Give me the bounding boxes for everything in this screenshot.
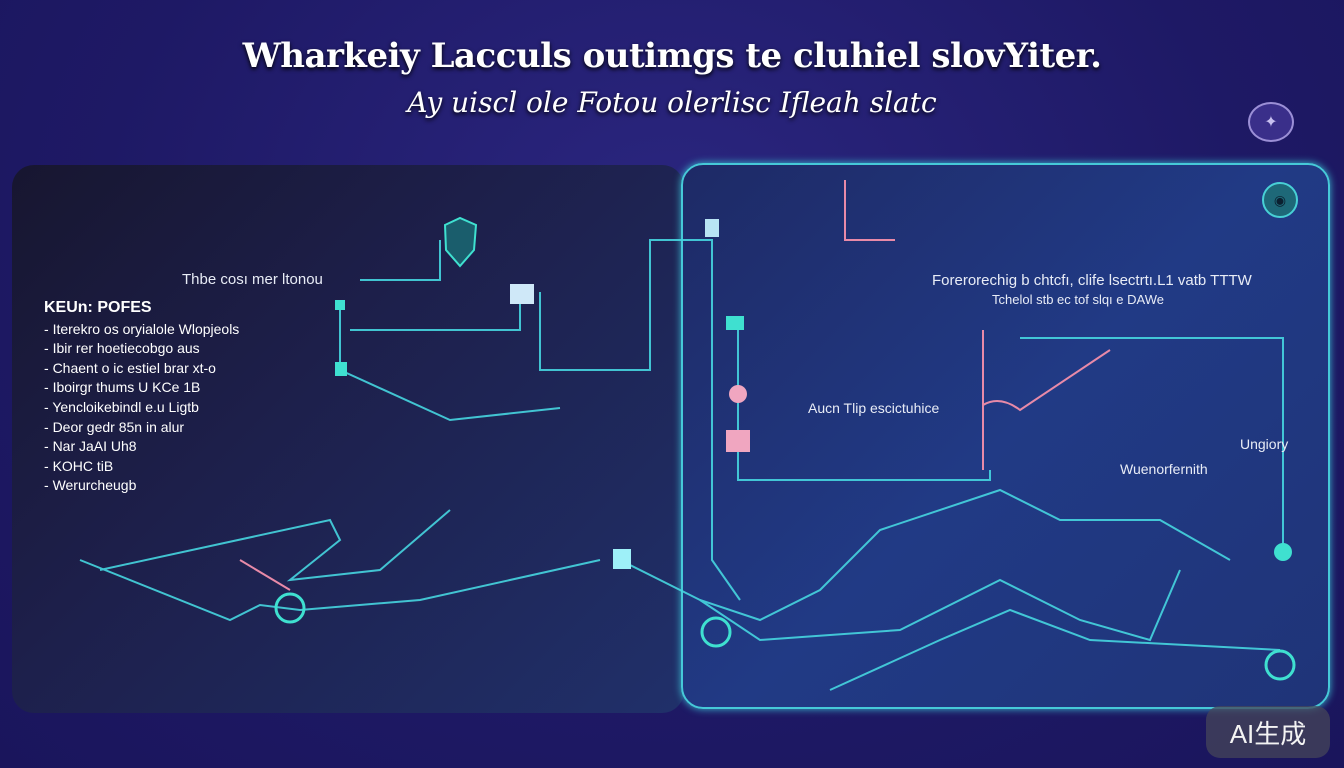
list-item: Iboirgr thums U KCe 1B xyxy=(44,378,239,398)
connector-line xyxy=(1020,337,1284,550)
list-item: Deor gedr 85n in alur xyxy=(44,418,239,438)
node xyxy=(335,300,345,310)
right-label-1: Ungiory xyxy=(1240,436,1289,452)
list-item: Ibir rer hoetiecobgo aus xyxy=(44,339,239,359)
left-caption: Thbe cosı mer ltonou xyxy=(182,271,323,288)
connector-line xyxy=(339,306,561,422)
accent-line xyxy=(844,180,895,241)
node xyxy=(274,592,306,624)
node xyxy=(1274,543,1292,561)
connector-line xyxy=(99,509,451,582)
node xyxy=(726,430,750,452)
right-caption-line2: Tchelol stb ec tof slqı e DAWe xyxy=(992,292,1164,307)
node xyxy=(1264,649,1296,681)
connector-line xyxy=(737,330,991,481)
node xyxy=(700,616,732,648)
list-item: Nar JaAI Uh8 xyxy=(44,437,239,457)
list-item: Yencloikebindl e.u Ligtb xyxy=(44,398,239,418)
node xyxy=(335,362,347,376)
connector-line xyxy=(829,608,1281,691)
connector-line xyxy=(79,559,601,622)
node xyxy=(726,316,744,330)
connector-line xyxy=(360,240,441,281)
key-points-list: KEUn: POFES Iterekro os oryialole Wlopje… xyxy=(44,298,239,496)
connector-line xyxy=(539,239,741,601)
mid-label: Aucn Tlip escictuhice xyxy=(808,400,940,416)
list-item: Iterekro os oryialole Wlopjeols xyxy=(44,320,240,340)
list-item: Werurcheugb xyxy=(44,476,239,496)
node xyxy=(613,549,631,569)
connector-line xyxy=(619,488,1231,622)
accent-line xyxy=(982,349,1111,412)
connector-line xyxy=(350,300,521,331)
node xyxy=(510,284,534,304)
list-title: KEUn: POFES xyxy=(44,299,152,316)
page-title: Wharkeiy Lacculs outimgs te cluhiel slov… xyxy=(242,36,1102,76)
network-badge-icon: ✦ xyxy=(1248,102,1294,142)
shield-icon xyxy=(443,216,478,268)
list-item: Chaent o ic estiel brar xt-o xyxy=(44,359,239,379)
node xyxy=(705,219,719,237)
page-subtitle: Ay uiscl ole Fotou olerlisc Ifleah slatc xyxy=(407,86,937,119)
ai-generated-watermark: AI生成 xyxy=(1206,706,1330,758)
user-icon: ◉ xyxy=(1262,182,1298,218)
right-caption-line1: Forerorechig b chtcfı, clife lsectrtı.L1… xyxy=(932,272,1252,289)
accent-line xyxy=(239,559,291,591)
node xyxy=(729,385,747,403)
connector-line xyxy=(699,569,1181,642)
right-label-2: Wuenorfernith xyxy=(1120,461,1208,477)
right-panel xyxy=(681,163,1330,709)
list-item: KOHC tiB xyxy=(44,457,239,477)
